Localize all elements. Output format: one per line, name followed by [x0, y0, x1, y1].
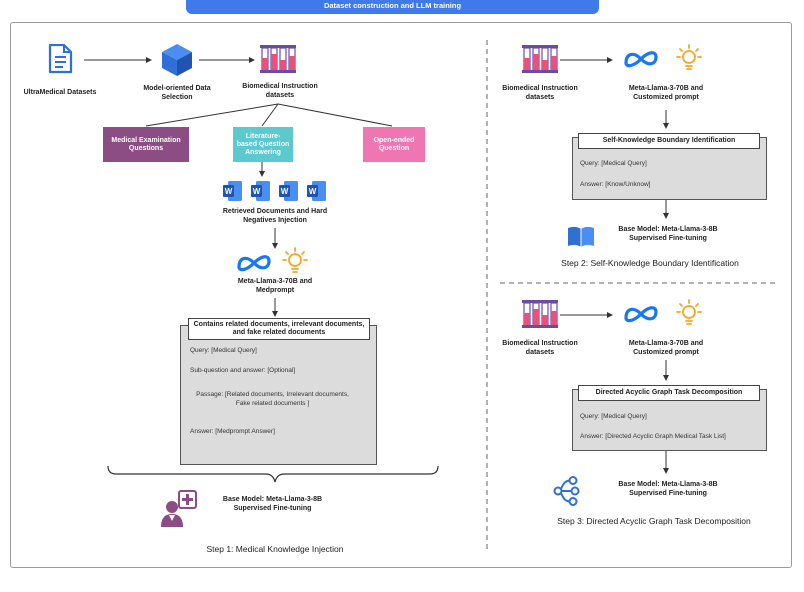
lightbulb-icon [282, 247, 308, 273]
ultramedical-label: UltraMedical Datasets [23, 89, 97, 96]
card-answer-step3: Answer: [Directed Acyclic Graph Medical … [580, 433, 726, 440]
card-subq-step1: Sub-question and answer: [Optional] [190, 367, 296, 374]
selection-label: Model-oriented Data Selection [143, 85, 211, 101]
retrieved-label: Retrieved Documents and Hard Negatives I… [222, 208, 328, 224]
category-open-ended: Open-ended Question [363, 127, 425, 162]
lightbulb-icon-step3 [676, 299, 702, 325]
category-literature-qa: Literature-based Question Answering [233, 127, 293, 162]
card-header-step2: Self-Knowledge Boundary Identification [578, 133, 760, 149]
caption-step1: Step 1: Medical Knowledge Injection [206, 544, 344, 554]
base-model-step2: Base Model: Meta-Llama-3-8B Supervised F… [618, 226, 718, 242]
doctor-icon [161, 490, 197, 527]
branch-line-right [277, 103, 393, 127]
lightbulb-icon-step2 [676, 44, 702, 70]
word-documents-icon: W W W W [223, 181, 326, 201]
caption-step3: Step 3: Directed Acyclic Graph Task Deco… [557, 516, 751, 526]
svg-text:W: W [309, 187, 317, 196]
meta-icon-step2 [624, 51, 658, 68]
beakers-icon-step2 [522, 45, 558, 73]
graph-icon [553, 476, 580, 506]
branch-line-middle [261, 103, 279, 127]
card-header-step3: Directed Acyclic Graph Task Decompositio… [578, 385, 760, 401]
card-query-step1: Query: [Medical Query] [190, 347, 257, 354]
meta-icon [237, 255, 271, 272]
card-header-step1: Contains related documents, irrelevant d… [188, 318, 370, 340]
card-answer-step1: Answer: [Medprompt Answer] [190, 428, 275, 435]
dataset-label-step2: Biomedical Instruction datasets [502, 85, 578, 101]
model-label-step1: Meta-Llama-3-70B and Medprompt [237, 278, 313, 294]
card-query-step2: Query: [Medical Query] [580, 160, 647, 167]
model-label-step2: Meta-Llama-3-70B and Customized prompt [628, 85, 704, 101]
branch-line-left [145, 103, 279, 127]
svg-text:W: W [253, 187, 261, 196]
svg-text:W: W [225, 187, 233, 196]
title-banner: Dataset construction and LLM training [186, 0, 599, 14]
beakers-icon-step3 [522, 300, 558, 328]
cube-icon [162, 44, 192, 76]
model-label-step3: Meta-Llama-3-70B and Customized prompt [628, 340, 704, 356]
book-icon [568, 226, 594, 247]
meta-icon-step3 [624, 306, 658, 323]
category-medical-exam: Medical Examination Questions [103, 127, 189, 162]
card-passage-step1: Passage: [Related documents, Irrelevant … [196, 391, 349, 407]
beakers-icon [260, 45, 296, 73]
instruction-label: Biomedical Instruction datasets [242, 83, 318, 99]
dataset-label-step3: Biomedical Instruction datasets [502, 340, 578, 356]
brace [107, 465, 439, 483]
card-query-step3: Query: [Medical Query] [580, 413, 647, 420]
document-icon [48, 44, 73, 74]
base-model-step3: Base Model: Meta-Llama-3-8B Supervised F… [618, 481, 718, 497]
base-model-step1: Base Model: Meta-Llama-3-8B Supervised F… [222, 496, 323, 512]
outer-frame [10, 22, 792, 568]
svg-text:W: W [281, 187, 289, 196]
card-answer-step2: Answer: [Know/Unknow] [580, 181, 651, 188]
caption-step2: Step 2: Self-Knowledge Boundary Identifi… [561, 258, 739, 268]
prompt-card-step1 [180, 325, 377, 465]
